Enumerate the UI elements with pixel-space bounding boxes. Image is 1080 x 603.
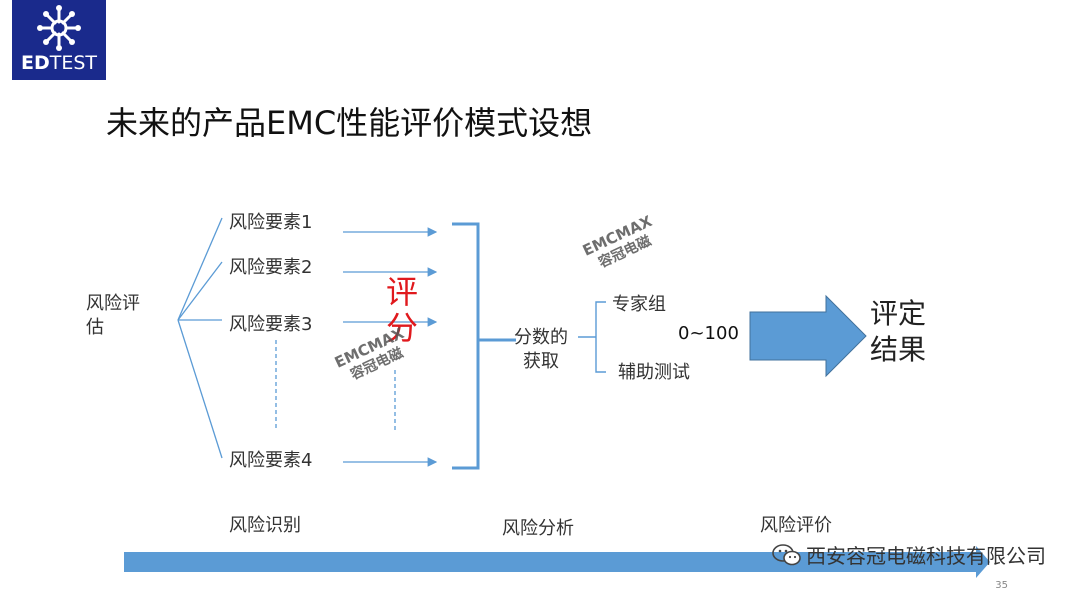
score-range: 0~100 (678, 323, 739, 344)
page-number: 35 (995, 580, 1008, 591)
stage-analyze: 风险分析 (502, 518, 574, 539)
method-bracket (578, 301, 606, 373)
score-obtain-label: 分数的 获取 (514, 326, 568, 374)
factor-2: 风险要素2 (229, 257, 313, 278)
method-expert: 专家组 (612, 294, 666, 315)
logo-text: EDTEST (20, 52, 98, 74)
result-line1: 评定 (870, 297, 927, 330)
scoring-label: 评 分 (386, 274, 418, 346)
risk-assessment-label: 风险评 估 (86, 292, 140, 340)
factor-3: 风险要素3 (229, 314, 313, 335)
factor-arrows (343, 227, 438, 467)
stage-evaluate: 风险评价 (760, 515, 832, 536)
fan-lines (177, 217, 223, 459)
merge-bracket (452, 222, 516, 470)
risk-assessment-line2: 估 (86, 317, 104, 338)
chip-circuit-icon (37, 5, 81, 51)
stage-identify: 风险识别 (229, 515, 301, 536)
score-obtain-line2: 获取 (523, 351, 559, 372)
logo: EDTEST (12, 0, 106, 80)
score-obtain-line1: 分数的 (514, 327, 568, 348)
scoring-char1: 评 (386, 273, 419, 311)
page-title: 未来的产品EMC性能评价模式设想 (106, 104, 593, 142)
wechat-icon (772, 543, 801, 565)
factor-4: 风险要素4 (229, 450, 313, 471)
footer-brand: 西安容冠电磁科技有限公司 (772, 540, 1046, 569)
method-assist-test: 辅助测试 (618, 362, 690, 383)
result-arrow (749, 294, 867, 378)
result-label: 评定 结果 (870, 296, 926, 368)
factor-1: 风险要素1 (229, 212, 313, 233)
risk-assessment-line1: 风险评 (86, 293, 140, 314)
footer-company: 西安容冠电磁科技有限公司 (806, 544, 1046, 568)
result-line2: 结果 (870, 333, 927, 366)
scoring-char2: 分 (386, 309, 419, 347)
